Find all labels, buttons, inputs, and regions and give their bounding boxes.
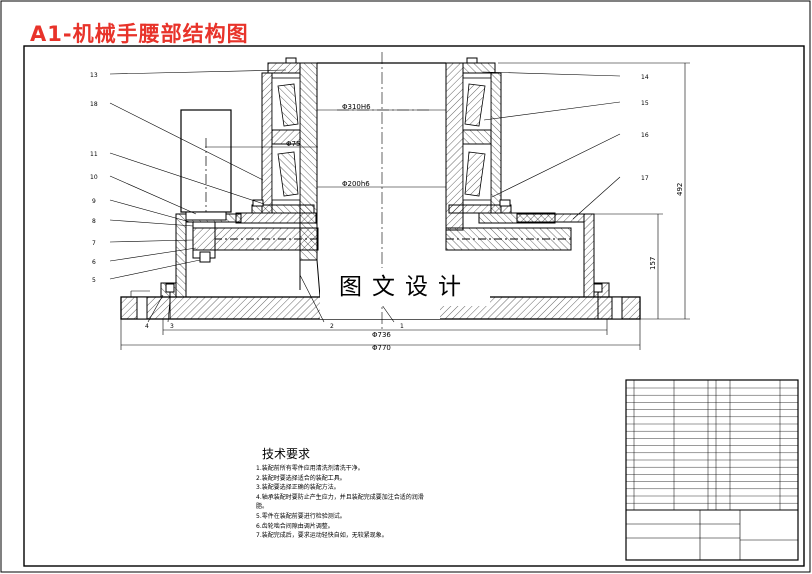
part-label-11: 11	[90, 151, 98, 158]
dim-overall: Φ770	[372, 344, 391, 352]
dimension-labels: Φ310H6 Φ75 Φ200h6 Φ736 Φ770 492 157	[286, 103, 684, 352]
bearing-housing	[235, 72, 556, 224]
part-label-3: 3	[170, 323, 174, 330]
part-label-14: 14	[641, 74, 649, 81]
technical-requirements: 技术要求 1.装配前所有零件应用清洗剂清洗干净。 2.装配时要选择适合的装配工具…	[256, 445, 466, 541]
part-label-2: 2	[330, 323, 334, 330]
tech-req-item: 2.装配时要选择适合的装配工具。	[256, 474, 346, 482]
part-label-5: 5	[92, 277, 96, 284]
title-block	[625, 379, 799, 561]
motor	[180, 109, 232, 221]
tech-req-item: 1.装配前所有零件应用清洗剂清洗干净。	[256, 465, 364, 472]
parts-list-rows	[626, 387, 798, 504]
part-label-8: 8	[92, 218, 96, 225]
part-label-6: 6	[92, 259, 96, 266]
leader-lines	[109, 69, 621, 323]
part-label-1: 1	[400, 323, 404, 330]
part-label-18: 18	[90, 101, 98, 108]
tech-req-item: 6.齿轮啮合间隙由调片调整。	[256, 522, 334, 530]
dimension-lines	[120, 62, 690, 350]
tech-req-heading: 技术要求	[262, 447, 311, 461]
part-label-10: 10	[90, 174, 98, 181]
dim-inner-fit: Φ310H6	[342, 103, 371, 111]
pinion-gear	[192, 221, 216, 263]
dim-small: Φ75	[286, 140, 300, 148]
bolts	[165, 57, 603, 319]
drawing-title: A1-机械手腰部结构图	[30, 22, 249, 46]
part-label-15: 15	[641, 100, 649, 107]
tech-req-item: 7.装配完成后，要求运动轻快自如，无较紧现象。	[256, 532, 388, 540]
part-label-4: 4	[145, 323, 149, 330]
dim-shaft-fit: Φ200h6	[342, 180, 370, 188]
waist-column	[267, 62, 496, 298]
watermark-text: 图文设计	[320, 268, 490, 306]
dim-height-total: 492	[676, 183, 684, 196]
dim-base: Φ736	[372, 331, 391, 339]
part-label-17: 17	[641, 175, 649, 182]
tech-req-item: 5.零件在装配前要进行检验测试。	[256, 512, 346, 520]
part-labels: 13 18 11 10 9 8 7 6 5 14 15 16 17 4 3 2 …	[90, 72, 649, 330]
part-label-9: 9	[92, 198, 96, 205]
dim-height-lower: 157	[649, 257, 657, 270]
tech-req-item: 3.装配要选择正确的装配方法。	[256, 484, 340, 492]
tapered-bearings	[271, 77, 492, 201]
tech-req-item: 脂。	[256, 503, 269, 511]
gear-ring	[213, 227, 572, 251]
part-label-13: 13	[90, 72, 98, 79]
part-label-16: 16	[641, 132, 649, 139]
part-label-7: 7	[92, 240, 96, 247]
tech-req-item: 4.轴承装配时要防止产生应力，并且装配完成要加注合适的润滑	[256, 493, 424, 501]
